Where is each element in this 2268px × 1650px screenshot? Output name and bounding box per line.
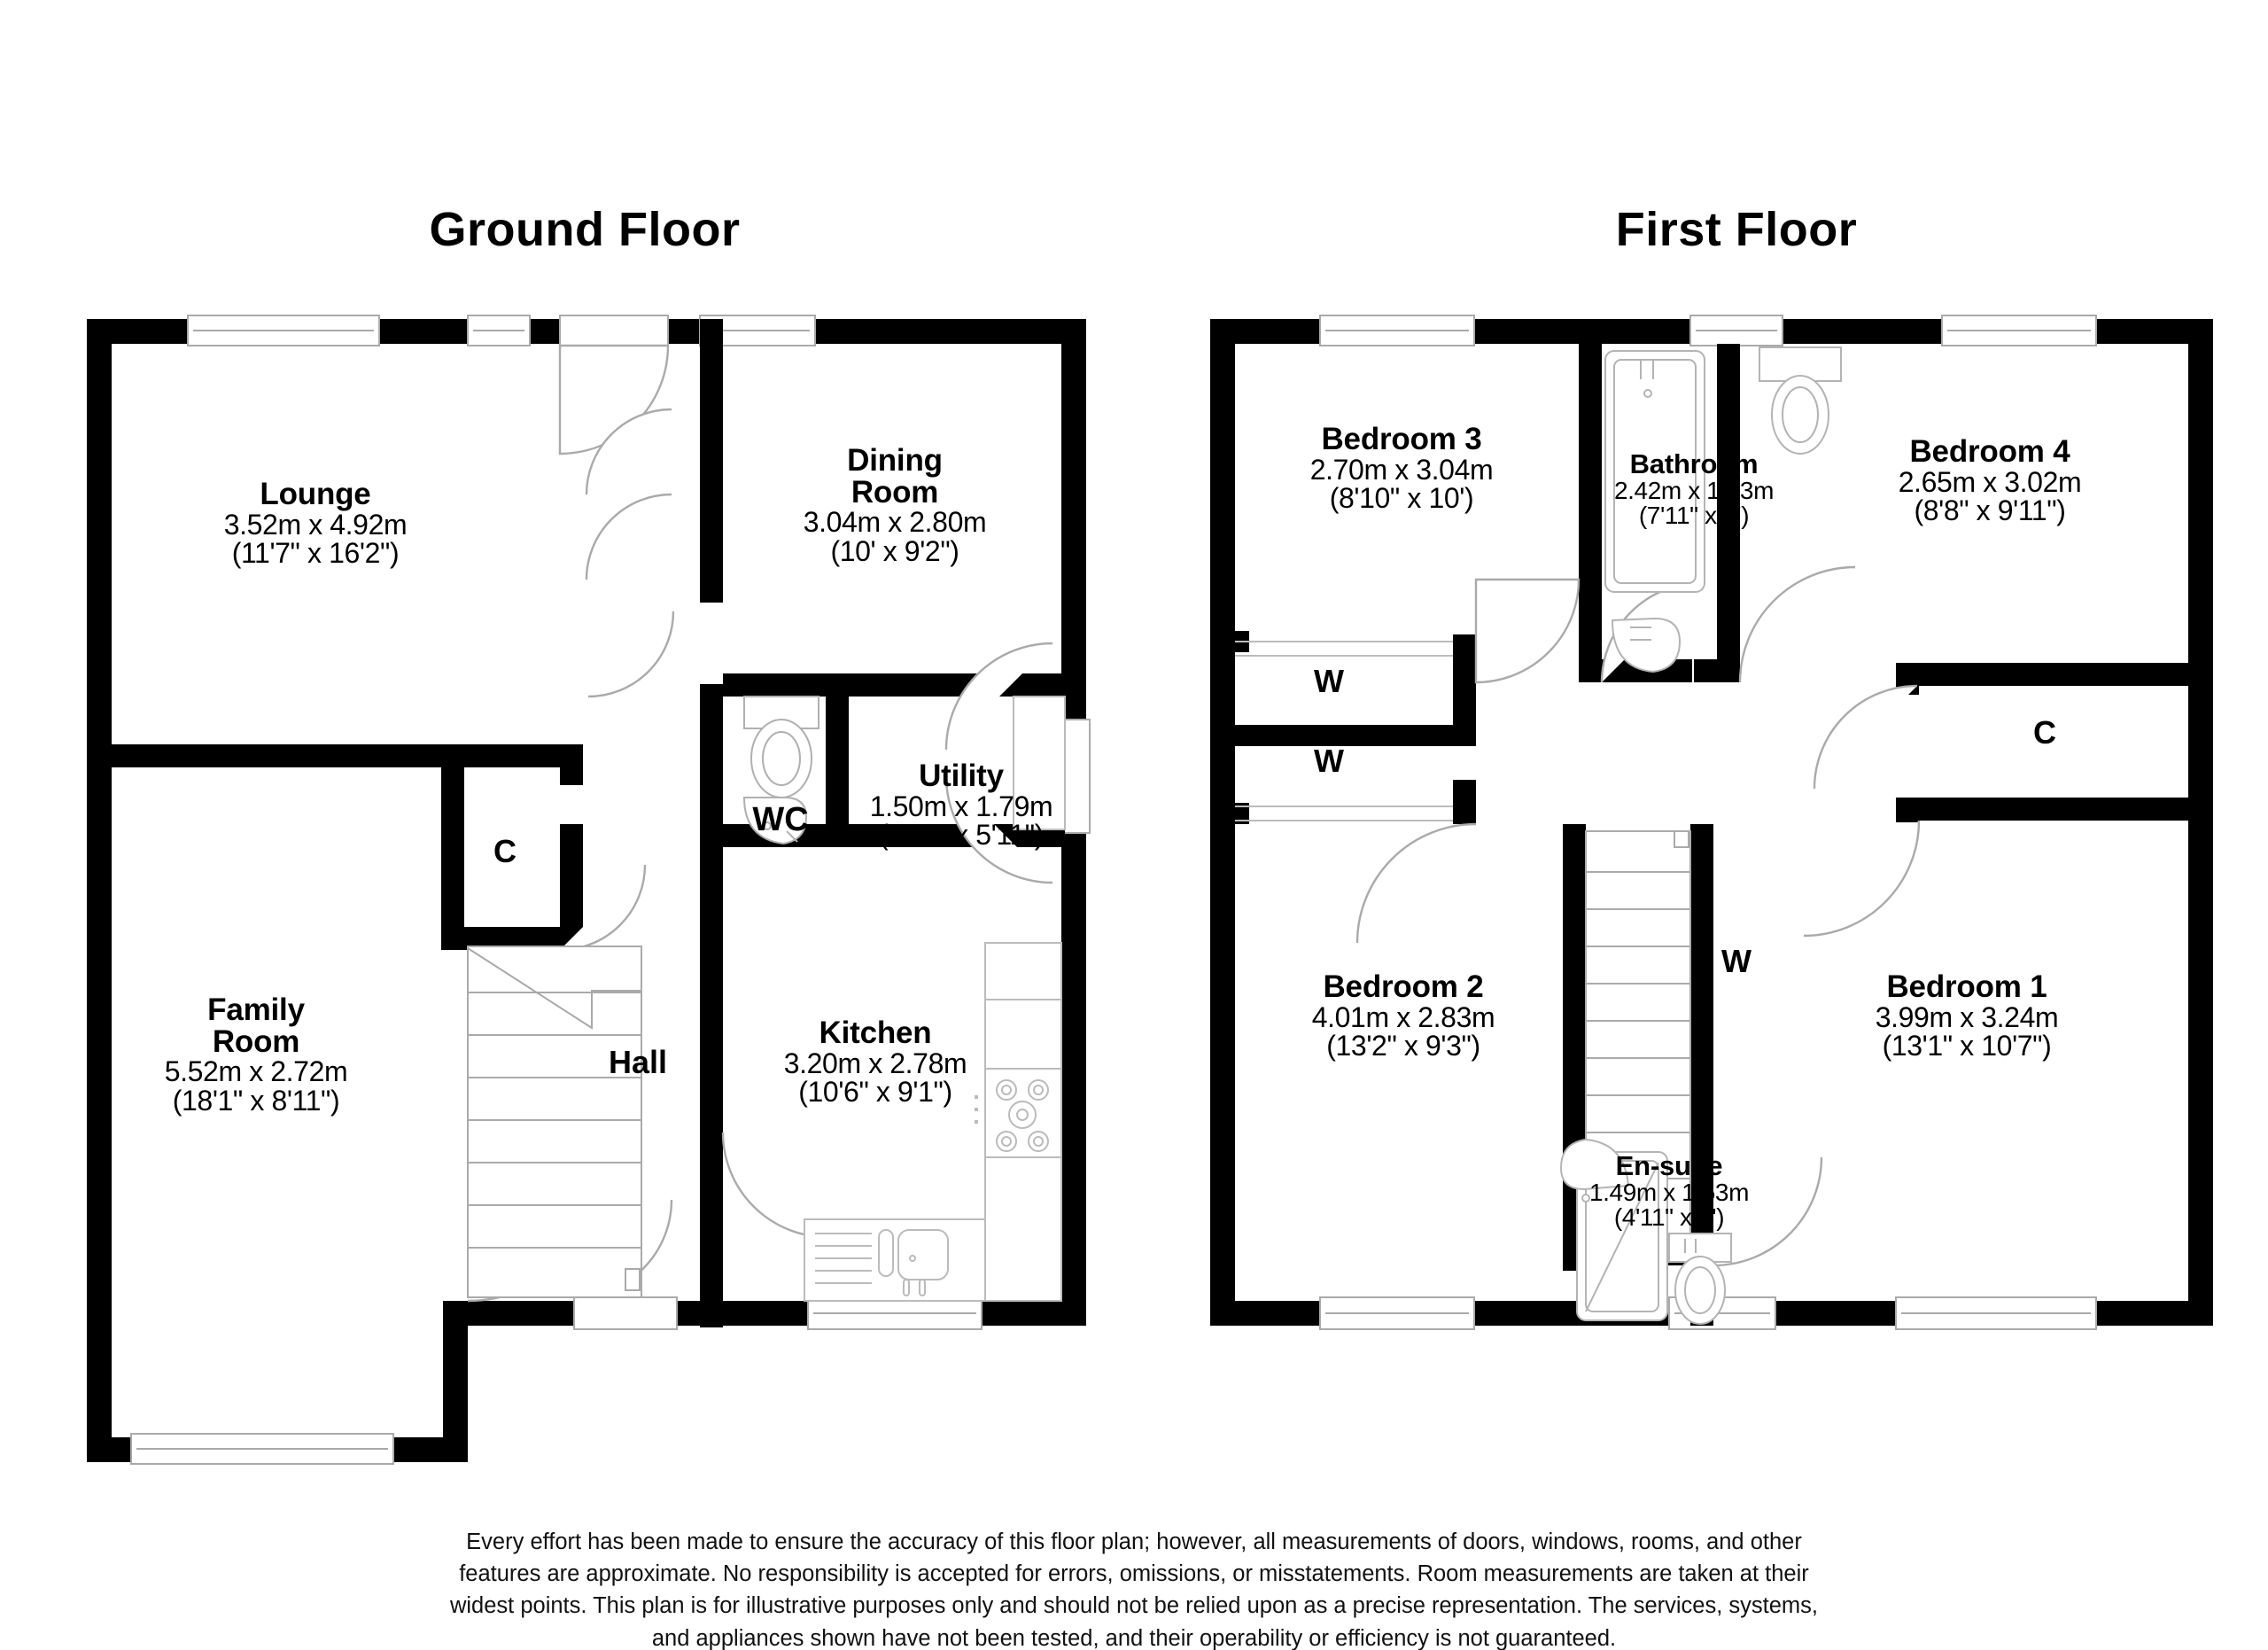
cupboard-first-tag: C (2033, 714, 2056, 751)
kitchen-units (804, 942, 1062, 1302)
utility-fixtures (1013, 696, 1066, 830)
first-floor-plan (1210, 315, 2213, 1330)
first-interior-walls (1210, 344, 2213, 1326)
bathroom-fixtures (1604, 346, 1842, 673)
wc-fixtures (742, 696, 819, 845)
disclaimer-line-4: and appliances shown have not been teste… (651, 1625, 1617, 1650)
ground-interior-walls (87, 319, 1065, 1327)
ground-floor-plan (87, 315, 1091, 1465)
disclaimer-line-1: Every effort has been made to ensure the… (466, 1529, 1802, 1554)
ground-floor-title: Ground Floor (429, 203, 741, 256)
cupboard-ground-tag: C (493, 833, 517, 869)
ensuite-fixtures (1559, 1138, 1732, 1325)
ground-stairs (467, 946, 642, 1298)
ground-windows (130, 315, 1091, 1465)
disclaimer-footer: Every effort has been made to ensure the… (0, 1526, 2268, 1650)
hall-tag: Hall (608, 1044, 668, 1080)
first-windows (1319, 315, 2097, 1330)
wardrobe-tag-3: W (1721, 943, 1751, 979)
wardrobe-tag-1: W (1314, 663, 1344, 699)
disclaimer-line-2: features are approximate. No responsibil… (459, 1561, 1809, 1587)
wardrobe-tag-2: W (1314, 743, 1344, 779)
disclaimer-line-3: widest points. This plan is for illustra… (449, 1593, 1819, 1619)
first-floor-title: First Floor (1615, 203, 1858, 256)
wc-tag: WC (752, 801, 809, 838)
